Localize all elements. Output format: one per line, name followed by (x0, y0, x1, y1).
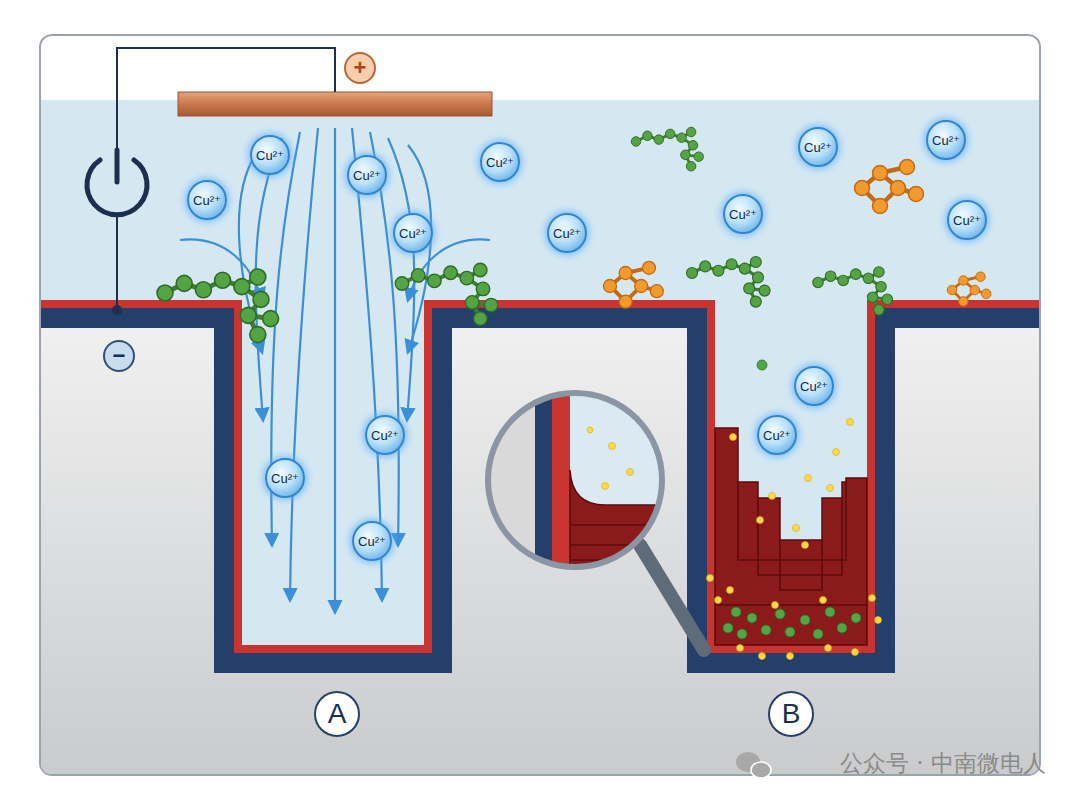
copper-ion: Cu²⁺ (187, 180, 227, 220)
ion-label: Cu²⁺ (371, 429, 399, 442)
symbol-label: B (782, 700, 801, 728)
panel-label: A (314, 691, 360, 737)
copper-fill (715, 428, 867, 645)
copper-ion: Cu²⁺ (798, 127, 838, 167)
symbol-label: − (113, 345, 126, 367)
copper-ion: Cu²⁺ (723, 194, 763, 234)
ion-label: Cu²⁺ (763, 429, 791, 442)
ion-label: Cu²⁺ (256, 149, 284, 162)
electrode-sign: − (103, 340, 135, 372)
trench-b-electrolyte (715, 300, 867, 645)
ion-label: Cu²⁺ (486, 156, 514, 169)
copper-ion: Cu²⁺ (547, 213, 587, 253)
ion-label: Cu²⁺ (271, 472, 299, 485)
ion-label: Cu²⁺ (804, 141, 832, 154)
symbol-label: A (328, 700, 347, 728)
wechat-icon (736, 752, 771, 778)
copper-ion: Cu²⁺ (926, 120, 966, 160)
ion-label: Cu²⁺ (193, 194, 221, 207)
copper-ion: Cu²⁺ (757, 415, 797, 455)
field-lines (180, 128, 490, 612)
seed-layer (41, 304, 1039, 649)
wire (117, 48, 335, 150)
copper-ion: Cu²⁺ (265, 458, 305, 498)
ion-label: Cu²⁺ (553, 227, 581, 240)
ion-label: Cu²⁺ (358, 535, 386, 548)
electrolyte (41, 100, 1039, 305)
additive-molecules (157, 127, 991, 342)
copper-ion: Cu²⁺ (347, 155, 387, 195)
copper-ion: Cu²⁺ (365, 415, 405, 455)
cathode-contact (112, 305, 122, 315)
ion-label: Cu²⁺ (353, 169, 381, 182)
sparkle-dots (707, 419, 882, 660)
copper-ion: Cu²⁺ (947, 200, 987, 240)
ion-label: Cu²⁺ (800, 380, 828, 393)
power-symbol (87, 150, 147, 215)
symbol-label: + (354, 57, 367, 79)
copper-ion: Cu²⁺ (352, 521, 392, 561)
watermark: 公众号 · 中南微电人 (840, 748, 1046, 779)
anode-plate (178, 92, 492, 116)
ion-label: Cu²⁺ (932, 134, 960, 147)
panel-label: B (768, 691, 814, 737)
electrode-sign: + (344, 52, 376, 84)
frame (40, 35, 1040, 775)
copper-ion: Cu²⁺ (250, 135, 290, 175)
magnifier (487, 392, 704, 650)
barrier-layer (41, 318, 1039, 663)
copper-ion: Cu²⁺ (480, 142, 520, 182)
ion-label: Cu²⁺ (953, 214, 981, 227)
ion-label: Cu²⁺ (729, 208, 757, 221)
copper-ion: Cu²⁺ (794, 366, 834, 406)
copper-ion: Cu²⁺ (393, 213, 433, 253)
ion-label: Cu²⁺ (399, 227, 427, 240)
substrate (41, 300, 1039, 774)
wire (116, 214, 118, 310)
accelerator-particles (723, 360, 861, 639)
